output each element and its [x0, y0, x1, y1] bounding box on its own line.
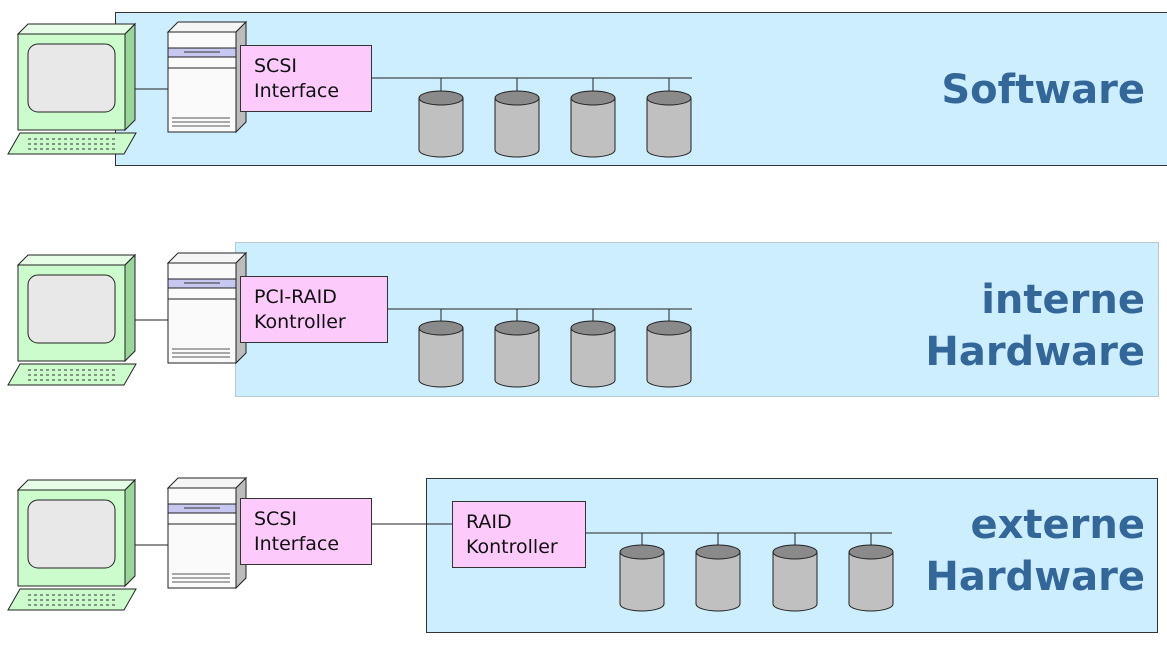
disk-drive-icon	[418, 90, 464, 158]
scsi-interface-box-external: SCSI Interface	[240, 498, 372, 565]
disk-drive-icon	[619, 544, 665, 612]
scsi-interface-box: SCSI Interface	[240, 45, 372, 112]
disk-drive-icon	[695, 544, 741, 612]
server-tower-icon	[166, 476, 248, 590]
disk-drive-icon	[646, 320, 692, 388]
disk-drive-icon	[570, 320, 616, 388]
disk-drive-icon	[418, 320, 464, 388]
disk-drive-icon	[848, 544, 894, 612]
server-tower-icon	[166, 20, 248, 134]
server-tower-icon	[166, 251, 248, 365]
workstation-icon	[7, 253, 137, 386]
disk-drive-icon	[494, 90, 540, 158]
row-title-internal-hardware: interne Hardware	[925, 277, 1145, 375]
workstation-icon	[7, 478, 137, 611]
disk-drive-icon	[494, 320, 540, 388]
disk-drive-icon	[772, 544, 818, 612]
disk-drive-icon	[570, 90, 616, 158]
raid-controller-box: RAID Kontroller	[452, 501, 586, 568]
row-title-software: Software	[941, 67, 1145, 113]
pci-raid-controller-box: PCI-RAID Kontroller	[240, 276, 388, 343]
row-title-external-hardware: externe Hardware	[925, 502, 1145, 600]
workstation-icon	[7, 22, 137, 155]
disk-drive-icon	[646, 90, 692, 158]
